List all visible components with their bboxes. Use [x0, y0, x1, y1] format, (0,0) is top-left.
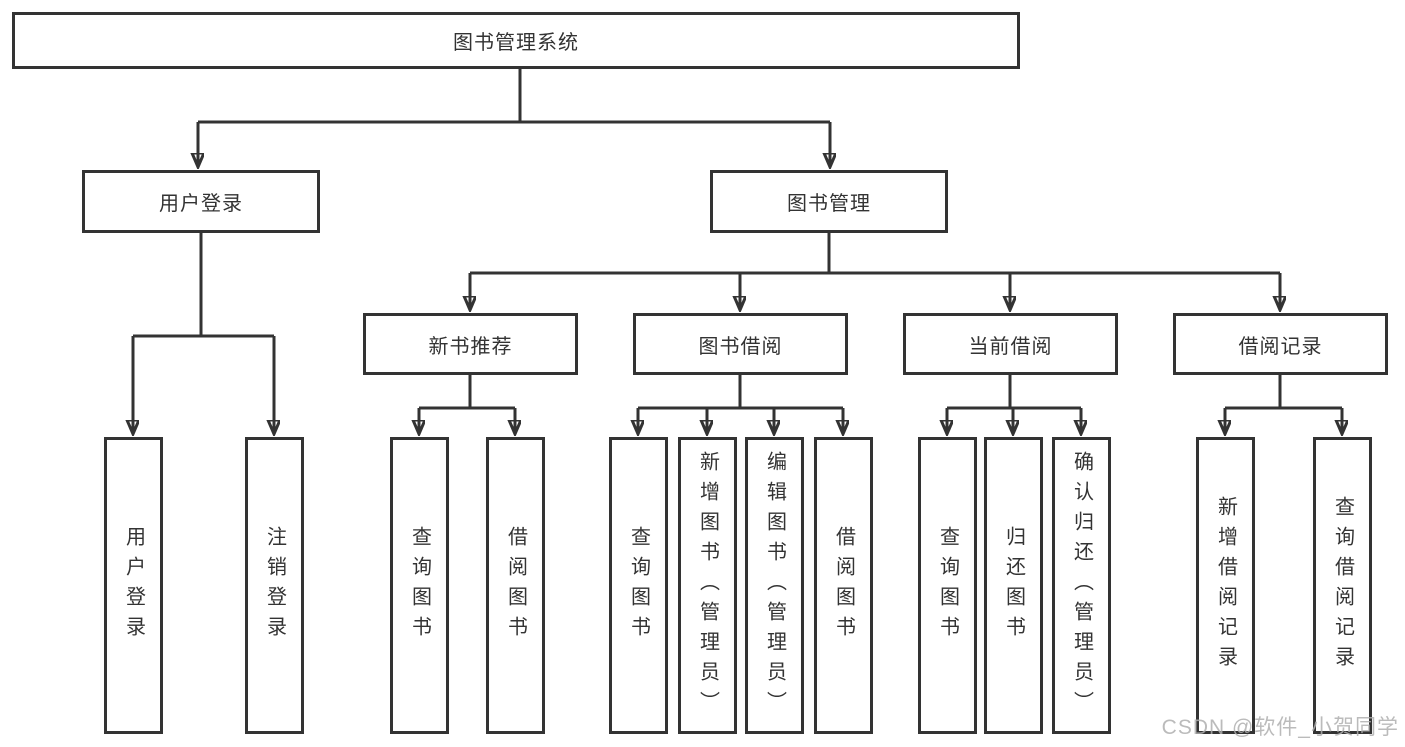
- leaf-confirm-return-admin: 确认归还（管理员）: [1052, 437, 1111, 734]
- leaf-logout: 注销登录: [245, 437, 304, 734]
- node-borrow-records: 借阅记录: [1173, 313, 1388, 375]
- leaf-query-books-borrow: 查询图书: [609, 437, 668, 734]
- connector-root-to-level2: [198, 69, 830, 166]
- node-book-borrow: 图书借阅: [633, 313, 848, 375]
- connector-borrow-children: [638, 375, 843, 433]
- leaf-query-books-recommend: 查询图书: [390, 437, 449, 734]
- connector-new-book-children: [419, 375, 515, 433]
- leaf-add-borrow-record: 新增借阅记录: [1196, 437, 1255, 734]
- connector-user-login-children: [133, 233, 274, 433]
- connector-current-borrow-children: [947, 375, 1081, 433]
- leaf-query-borrow-record: 查询借阅记录: [1313, 437, 1372, 734]
- node-current-borrow: 当前借阅: [903, 313, 1118, 375]
- connector-record-children: [1225, 375, 1342, 433]
- csdn-watermark: CSDN @软件_小贺同学: [1161, 716, 1399, 739]
- leaf-user-login: 用户登录: [104, 437, 163, 734]
- leaf-edit-books-admin: 编辑图书（管理员）: [745, 437, 804, 734]
- node-new-book-recommend: 新书推荐: [363, 313, 578, 375]
- node-book-management: 图书管理: [710, 170, 948, 233]
- leaf-query-books-current: 查询图书: [918, 437, 977, 734]
- leaf-return-books: 归还图书: [984, 437, 1043, 734]
- leaf-borrow-books-recommend: 借阅图书: [486, 437, 545, 734]
- node-user-login: 用户登录: [82, 170, 320, 233]
- leaf-borrow-books: 借阅图书: [814, 437, 873, 734]
- leaf-add-books-admin: 新增图书（管理员）: [678, 437, 737, 734]
- connector-book-mgmt-to-modules: [470, 233, 1280, 309]
- node-root-system: 图书管理系统: [12, 12, 1020, 69]
